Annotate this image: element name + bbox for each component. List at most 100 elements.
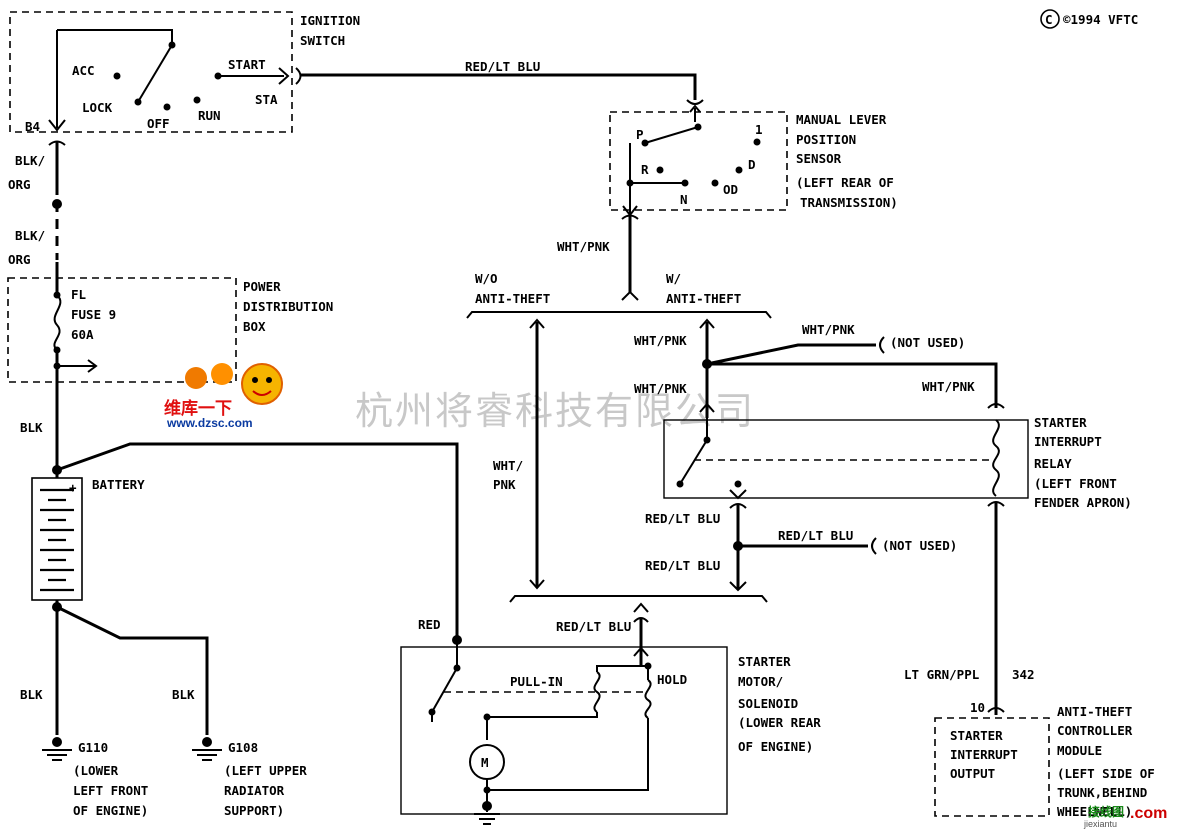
sensor-title-1: MANUAL LEVER bbox=[796, 112, 887, 127]
g108-loc-1: (LEFT UPPER bbox=[224, 763, 307, 778]
wire-label-red-lt-blu-4: RED/LT BLU bbox=[778, 528, 853, 543]
power-distribution-box: FL FUSE 9 60A POWER DISTRIBUTION BOX BLK bbox=[7, 262, 333, 470]
ignition-switch-title-1: IGNITION bbox=[300, 13, 360, 28]
run-label: RUN bbox=[198, 108, 221, 123]
wire-start-to-sensor: RED/LT BLU bbox=[295, 59, 704, 105]
g110-label: G110 bbox=[78, 740, 108, 755]
wire-wo-branch: WHT/ PNK bbox=[493, 318, 545, 590]
relay-location-2: FENDER APRON) bbox=[1034, 495, 1132, 510]
copyright-text: ©1994 VFTC bbox=[1063, 12, 1138, 27]
battery: + BATTERY BLK BLK bbox=[20, 442, 459, 735]
ground-g110: G110 (LOWER LEFT FRONT OF ENGINE) bbox=[42, 737, 148, 818]
battery-label: BATTERY bbox=[92, 477, 145, 492]
relay-location-1: (LEFT FRONT bbox=[1034, 476, 1117, 491]
wire-label-wht: WHT/ bbox=[493, 458, 523, 473]
wire-label-red-lt-blu-2: RED/LT BLU bbox=[645, 511, 720, 526]
wire-sensor-to-splice: WHT/PNK W/O ANTI-THEFT W/ ANTI-THEFT bbox=[466, 214, 772, 319]
start-label: START bbox=[228, 57, 266, 72]
wo-anti-theft-label: ANTI-THEFT bbox=[475, 291, 550, 306]
sensor-title-2: POSITION bbox=[796, 132, 856, 147]
pdb-title-3: BOX bbox=[243, 319, 266, 334]
starter-title-3: SOLENOID bbox=[738, 696, 798, 711]
wire-label-wht-pnk-1: WHT/PNK bbox=[557, 239, 610, 254]
one-label: 1 bbox=[755, 122, 763, 137]
off-label: OFF bbox=[147, 116, 170, 131]
not-used-1: (NOT USED) bbox=[890, 335, 965, 350]
antitheft-title-2: CONTROLLER bbox=[1057, 723, 1133, 738]
lock-label: LOCK bbox=[82, 100, 113, 115]
wire-ignition-to-fuse: BLK/ ORG BLK/ ORG bbox=[8, 140, 66, 267]
wire-relay-to-starter: RED/LT BLU RED/LT BLU RED/LT BLU (NOT US… bbox=[509, 503, 957, 665]
amps-label: 60A bbox=[71, 327, 94, 342]
wire-label-blk-3: BLK bbox=[172, 687, 195, 702]
sensor-title-3: SENSOR bbox=[796, 151, 842, 166]
footer-logo-url: jiexiantu bbox=[1083, 819, 1117, 829]
dzsc-logo: 维库一下 www.dzsc.com bbox=[164, 363, 283, 430]
w-anti-theft-label: ANTI-THEFT bbox=[666, 291, 741, 306]
g108-label: G108 bbox=[228, 740, 258, 755]
wire-label-wht-pnk-3: WHT/PNK bbox=[634, 381, 687, 396]
starter-title-2: MOTOR/ bbox=[738, 674, 783, 689]
wire-label-red-lt-blu-top: RED/LT BLU bbox=[465, 59, 540, 74]
logo-text: 维库一下 bbox=[164, 398, 232, 419]
wire-label-blk-org-2a: BLK/ bbox=[15, 228, 45, 243]
antitheft-location-2: TRUNK,BEHIND bbox=[1057, 785, 1147, 800]
battery-plus: + bbox=[69, 480, 77, 495]
sta-label: STA bbox=[255, 92, 278, 107]
watermark: 杭州将睿科技有限公司 bbox=[355, 389, 755, 433]
wire-label-blk-org-2b: ORG bbox=[8, 252, 31, 267]
wire-label-red: RED bbox=[418, 617, 441, 632]
ignition-switch-title-2: SWITCH bbox=[300, 33, 345, 48]
fl-label: FL bbox=[71, 287, 87, 302]
copyright: C ©1994 VFTC bbox=[1040, 9, 1138, 29]
antitheft-title-3: MODULE bbox=[1057, 743, 1102, 758]
wire-label-wht-pnk-2: WHT/PNK bbox=[634, 333, 687, 348]
wire-label-blk-1: BLK bbox=[20, 420, 43, 435]
antitheft-title-1: ANTI-THEFT bbox=[1057, 704, 1132, 719]
circuit-342: 342 bbox=[1012, 667, 1035, 682]
g110-loc-1: (LOWER bbox=[73, 763, 119, 778]
footer-logo-cn: 接线图 bbox=[1088, 804, 1124, 819]
relay-title-2: INTERRUPT bbox=[1034, 434, 1102, 449]
antitheft-inner-2: INTERRUPT bbox=[950, 747, 1018, 762]
wire-label-pnk: PNK bbox=[493, 477, 516, 492]
logo-url: www.dzsc.com bbox=[166, 416, 253, 430]
acc-label: ACC bbox=[72, 63, 95, 78]
manual-lever-sensor: P 1 R D N OD MANUAL LEVER POSITION SENSO… bbox=[609, 104, 898, 217]
wire-label-blk-org-1b: ORG bbox=[8, 177, 31, 192]
hold-label: HOLD bbox=[657, 672, 687, 687]
d-label: D bbox=[748, 157, 756, 172]
wire-label-blk-2: BLK bbox=[20, 687, 43, 702]
pdb-title-1: POWER bbox=[243, 279, 281, 294]
ground-g108: G108 (LEFT UPPER RADIATOR SUPPORT) bbox=[192, 737, 307, 818]
antitheft-location-1: (LEFT SIDE OF bbox=[1057, 766, 1155, 781]
anti-theft-module: 10 STARTER INTERRUPT OUTPUT ANTI-THEFT C… bbox=[934, 700, 1155, 819]
pull-in-label: PULL-IN bbox=[510, 674, 563, 689]
antitheft-inner-3: OUTPUT bbox=[950, 766, 995, 781]
starter-interrupt-relay: STARTER INTERRUPT RELAY (LEFT FRONT FEND… bbox=[663, 402, 1132, 510]
b4-label: B4 bbox=[25, 119, 40, 134]
g108-loc-3: SUPPORT) bbox=[224, 803, 284, 818]
motor-m: M bbox=[481, 755, 489, 770]
footer-logo-com: .com bbox=[1130, 805, 1167, 822]
wo-label: W/O bbox=[475, 271, 498, 286]
n-label: N bbox=[680, 192, 688, 207]
antitheft-inner-1: STARTER bbox=[950, 728, 1003, 743]
wire-label-lt-grn-ppl: LT GRN/PPL bbox=[904, 667, 980, 682]
r-label: R bbox=[641, 162, 649, 177]
starter-motor-solenoid: RED M PULL-IN HOLD STARTER MOTOR/ SOLENO… bbox=[400, 617, 821, 825]
relay-title-3: RELAY bbox=[1034, 456, 1072, 471]
sensor-location-1: (LEFT REAR OF bbox=[796, 175, 894, 190]
pdb-title-2: DISTRIBUTION bbox=[243, 299, 333, 314]
wire-w-branch: WHT/PNK WHT/PNK WHT/PNK (NOT USED) WHT/P… bbox=[634, 318, 1005, 418]
od-label: OD bbox=[723, 182, 738, 197]
p-label: P bbox=[636, 127, 644, 142]
pin-10: 10 bbox=[970, 700, 985, 715]
logo-badge-icon bbox=[185, 367, 207, 389]
starter-title-1: STARTER bbox=[738, 654, 791, 669]
wire-label-wht-pnk-5: WHT/PNK bbox=[922, 379, 975, 394]
not-used-2: (NOT USED) bbox=[882, 538, 957, 553]
relay-title-1: STARTER bbox=[1034, 415, 1087, 430]
w-label: W/ bbox=[666, 271, 681, 286]
fuse-label: FUSE 9 bbox=[71, 307, 116, 322]
